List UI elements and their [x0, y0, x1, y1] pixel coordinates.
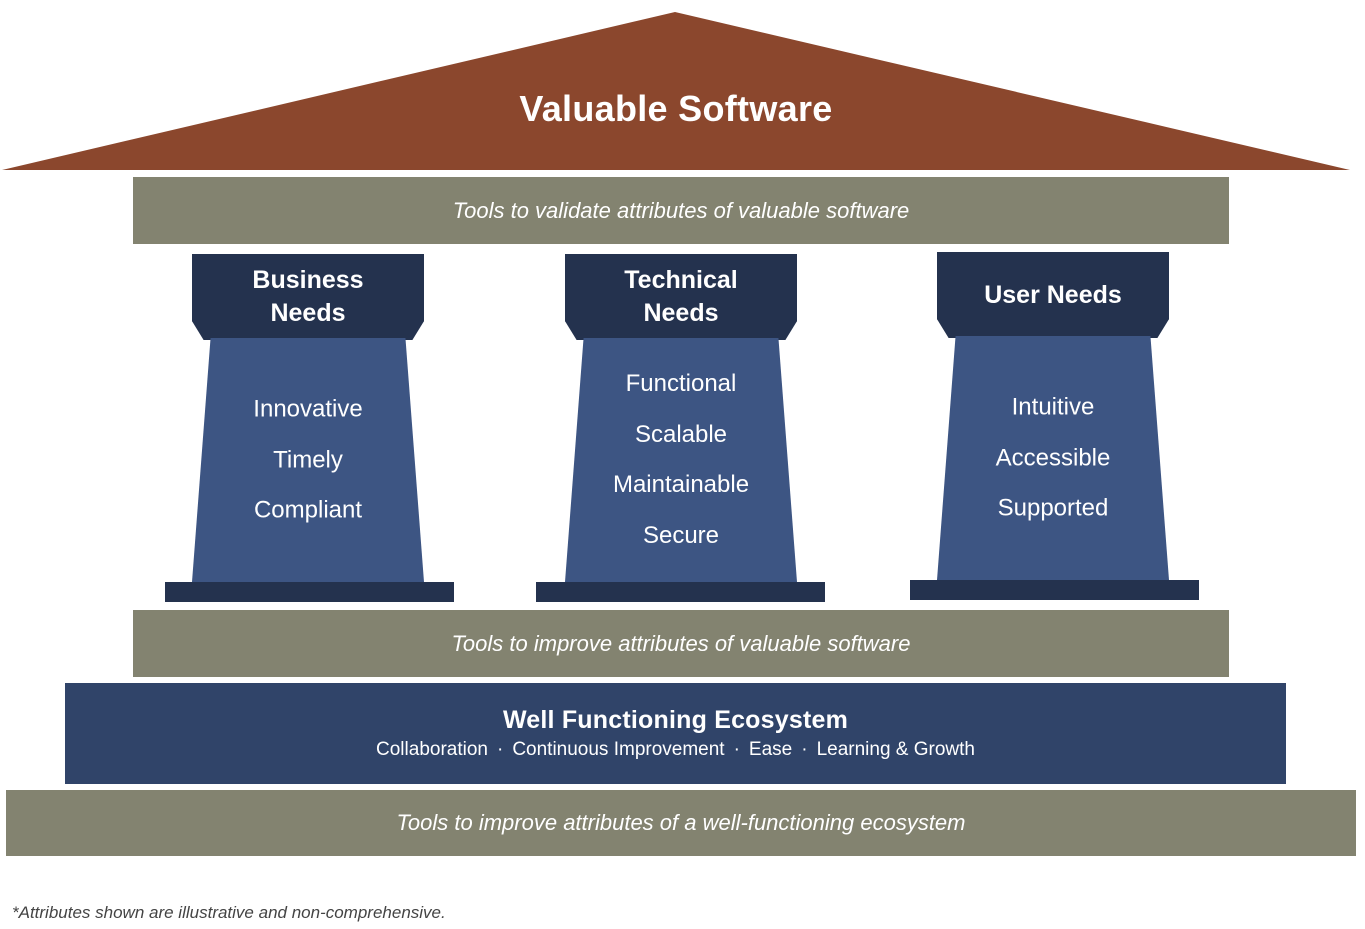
ecosystem-item-collaboration: Collaboration	[376, 739, 488, 760]
ecosystem-item-ease: Ease	[748, 739, 793, 760]
attribute-accessible: Accessible	[995, 443, 1111, 471]
improve-tools-band: Tools to improve attributes of valuable …	[133, 610, 1229, 677]
separator-dot: ·	[496, 739, 504, 760]
ecosystem-block: Well Functioning Ecosystem Collaboration…	[65, 683, 1286, 784]
pillar-technical-shaft: Functional Scalable Maintainable Secure	[565, 338, 797, 582]
separator-dot: ·	[801, 739, 808, 760]
roof-shape	[2, 12, 1350, 170]
pillar-technical-title-line-2: Needs	[643, 299, 719, 327]
pillar-user-shaft: Intuitive Accessible Supported	[937, 336, 1169, 580]
pillar-technical-title-line-1: Technical	[624, 266, 738, 294]
roof	[2, 12, 1350, 170]
pillar-user-attributes: Intuitive Accessible Supported	[937, 382, 1169, 534]
pillar-business-shaft: Innovative Timely Compliant	[192, 338, 424, 582]
validate-tools-band: Tools to validate attributes of valuable…	[133, 177, 1229, 244]
pillar-business-base	[165, 582, 454, 602]
pillar-business-title-line-2: Needs	[270, 299, 346, 327]
attribute-innovative: Innovative	[253, 395, 363, 423]
pillar-technical-capital: Technical Needs	[565, 254, 797, 340]
attribute-maintainable: Maintainable	[612, 471, 750, 498]
pillar-user-title: User Needs	[984, 280, 1122, 309]
pillar-technical-attributes: Functional Scalable Maintainable Secure	[565, 359, 797, 561]
ecosystem-tools-band: Tools to improve attributes of a well-fu…	[6, 790, 1356, 856]
attribute-supported: Supported	[997, 494, 1109, 522]
ecosystem-item-learning-growth: Learning & Growth	[816, 739, 975, 760]
pillar-business-capital: Business Needs	[192, 254, 424, 340]
attribute-timely: Timely	[273, 445, 343, 473]
attribute-compliant: Compliant	[253, 496, 363, 524]
attribute-intuitive: Intuitive	[1011, 393, 1095, 421]
pillar-business-attributes: Innovative Timely Compliant	[192, 384, 424, 536]
attribute-secure: Secure	[642, 521, 720, 549]
pillar-business-title: Business Needs	[252, 264, 363, 330]
ecosystem-title: Well Functioning Ecosystem	[502, 706, 849, 734]
roof-title: Valuable Software	[519, 88, 833, 129]
ecosystem-item-continuous-improvement: Continuous Improvement	[512, 739, 725, 760]
pillar-technical-base	[536, 582, 825, 602]
separator-dot: ·	[733, 739, 740, 760]
ecosystem-items: Collaboration · Continuous Improvement · Eas…	[65, 739, 1286, 761]
footnote: *Attributes shown are illustrative and n…	[12, 903, 446, 922]
attribute-functional: Functional	[625, 370, 737, 397]
pillar-technical-title: Technical Needs	[624, 264, 737, 330]
pillar-user-base	[910, 580, 1199, 600]
attribute-scalable: Scalable	[634, 420, 728, 448]
pillar-business-title-line-1: Business	[252, 266, 364, 294]
pillar-user-capital: User Needs	[937, 252, 1169, 338]
